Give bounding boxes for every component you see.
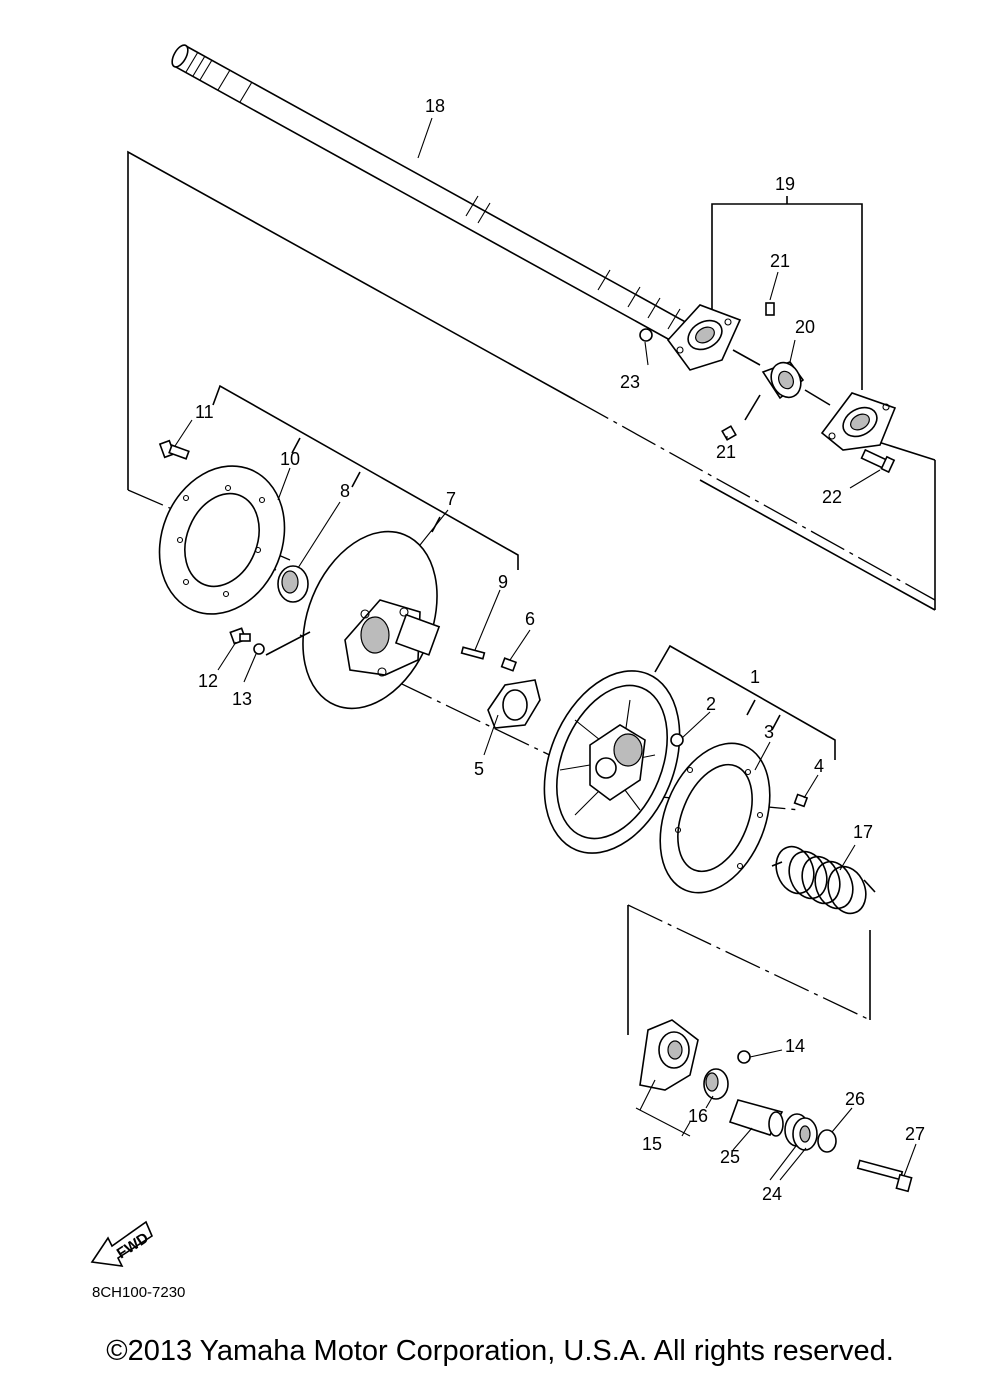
- collar-25: [728, 1099, 784, 1137]
- callout-21-lower: 21: [716, 442, 736, 462]
- callout-4: 4: [814, 756, 824, 776]
- bolt-11: [158, 439, 190, 460]
- diagram-code: 8CH100-7230: [92, 1284, 185, 1301]
- callout-12: 12: [198, 671, 218, 691]
- washer-26: [817, 1129, 837, 1153]
- callout-1: 1: [750, 667, 760, 687]
- bushing-2: [670, 733, 684, 747]
- callout-26: 26: [845, 1089, 865, 1109]
- callout-21-upper: 21: [770, 251, 790, 271]
- callout-22: 22: [822, 487, 842, 507]
- forward-direction-arrow: FWD: [90, 1220, 154, 1267]
- bushings-24: [784, 1113, 818, 1151]
- callout-15: 15: [642, 1134, 662, 1154]
- callout-27: 27: [905, 1124, 925, 1144]
- bearing-housing-lower: [820, 392, 897, 451]
- nut-14: [737, 1050, 751, 1064]
- callout-numbers: 1 2 3 4 5 6 7 8 9 10 11 12 13 14 15 16 1…: [195, 96, 925, 1204]
- copyright-notice: ©2013 Yamaha Motor Corporation, U.S.A. A…: [106, 1335, 894, 1367]
- bolt-6: [500, 657, 518, 672]
- callout-23: 23: [620, 372, 640, 392]
- lower-group-guide: [627, 904, 871, 1035]
- callout-8: 8: [340, 481, 350, 501]
- moveable-sheave: [543, 670, 681, 854]
- torsion-spring: [771, 845, 876, 915]
- callout-16: 16: [688, 1106, 708, 1126]
- sheave-plate: [158, 465, 286, 615]
- bolt-22: [860, 448, 896, 474]
- callout-5: 5: [474, 759, 484, 779]
- bearing-housing-upper: [666, 304, 742, 371]
- bearing-housing-group-bracket: [711, 196, 936, 461]
- callout-11: 11: [195, 402, 214, 422]
- callout-14: 14: [785, 1036, 805, 1056]
- bushing-8: [277, 565, 309, 603]
- bolt-12: [229, 627, 251, 645]
- fixed-sheave: [302, 530, 441, 710]
- leader-lines: [174, 117, 917, 1181]
- spring-seat: [639, 1019, 699, 1091]
- callout-25: 25: [720, 1147, 740, 1167]
- bushing-16: [703, 1068, 729, 1100]
- callout-18: 18: [425, 96, 445, 116]
- callout-24: 24: [762, 1184, 782, 1204]
- set-screw-upper: [765, 302, 775, 316]
- bearing: [761, 361, 805, 400]
- nut-23: [639, 328, 653, 342]
- callout-10: 10: [280, 449, 300, 469]
- pin-9: [460, 646, 486, 660]
- sheave-plate-3: [659, 742, 771, 894]
- callout-20: 20: [795, 317, 815, 337]
- callout-3: 3: [764, 722, 774, 742]
- callout-6: 6: [525, 609, 535, 629]
- callout-9: 9: [498, 572, 508, 592]
- callout-13: 13: [232, 689, 252, 709]
- callout-7: 7: [446, 489, 456, 509]
- set-screw-lower: [721, 425, 737, 441]
- secondary-sheave-bracket: [654, 644, 836, 760]
- drive-shaft: [171, 44, 702, 352]
- washer-13: [253, 643, 265, 655]
- callout-19: 19: [775, 174, 795, 194]
- callout-17: 17: [853, 822, 873, 842]
- cam-plate: [487, 679, 541, 729]
- bolt-27: [856, 1159, 913, 1193]
- callout-2: 2: [706, 694, 716, 714]
